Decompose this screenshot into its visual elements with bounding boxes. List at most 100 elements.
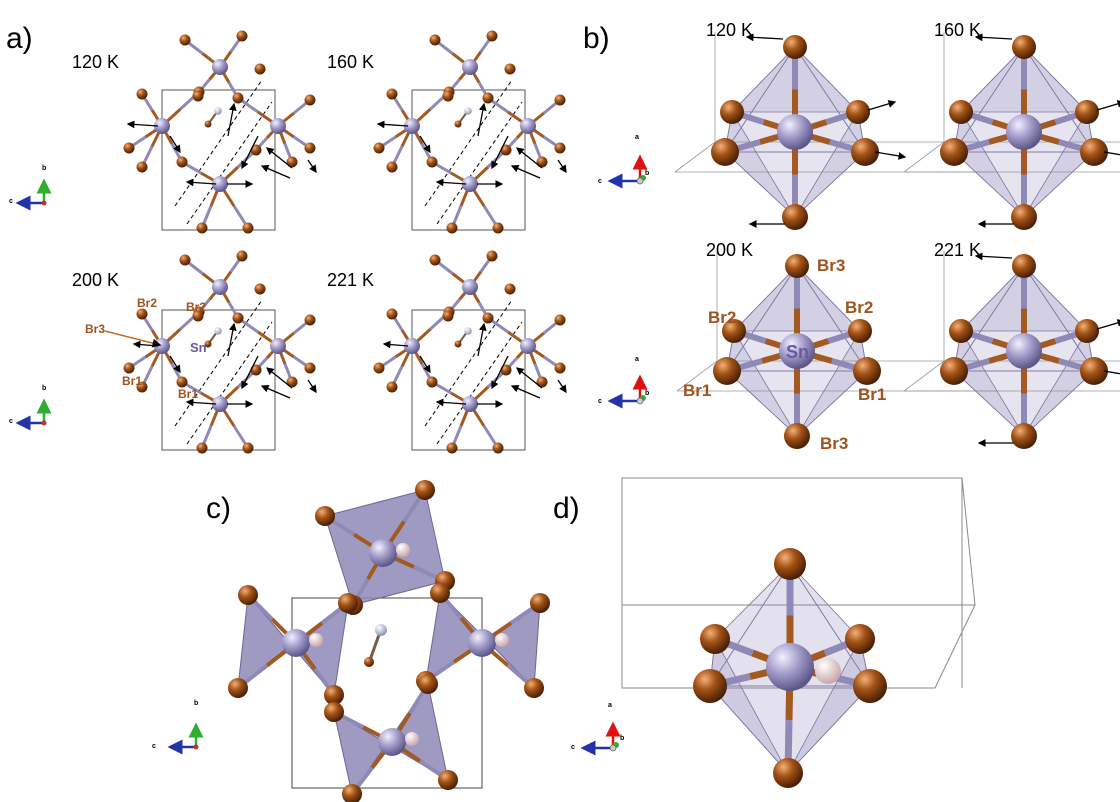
panel-b-label-br3-bottom: Br3 [820, 434, 849, 453]
bromine-atom [720, 100, 744, 124]
lattice-view [373, 30, 567, 234]
hydrogen-atom [309, 633, 323, 647]
hydrogen-atom [815, 658, 841, 684]
hydrogen-atom [495, 633, 509, 647]
tin-atom [270, 338, 286, 354]
cation-atom [204, 120, 212, 128]
displacement-arrow [376, 120, 409, 129]
bromine-atom [123, 142, 135, 154]
cation-atom [214, 107, 222, 115]
cation-atom [214, 327, 222, 335]
panel-a-label-br1-right: Br1 [178, 387, 199, 401]
bromine-atom [940, 357, 968, 385]
panel-b-temp-160: 160 K [934, 20, 982, 40]
tin-atom [212, 279, 228, 295]
axis-label-c-c: c [152, 743, 156, 750]
displacement-arrow [1096, 319, 1120, 330]
bromine-atom [418, 674, 438, 694]
bromine-atom [250, 144, 262, 156]
cation-atom [464, 327, 472, 335]
bromine-atom [446, 442, 458, 454]
bromine-atom [492, 442, 504, 454]
octahedron-face [953, 329, 1025, 437]
bromine-atom [700, 624, 730, 654]
tin-atom [282, 629, 310, 657]
bromine-atom [554, 362, 566, 374]
axis-label-b-d: b [620, 735, 625, 742]
bromine-atom [482, 92, 494, 104]
cation-atom [204, 340, 212, 348]
dashed-guide [174, 299, 263, 427]
panel-c-label: c) [206, 492, 231, 525]
displacement-arrow [435, 178, 467, 187]
bromine-atom [315, 506, 335, 526]
tin-atom [1006, 333, 1042, 369]
bromine-atom [1075, 100, 1099, 124]
tin-atom [462, 279, 478, 295]
displacement-arrow [260, 164, 291, 179]
bromine-atom [242, 442, 254, 454]
bromine-atom [192, 90, 204, 102]
displacement-arrow [382, 340, 409, 349]
bromine-atom [846, 100, 870, 124]
tin-atom [154, 118, 170, 134]
bromine-atom [845, 624, 875, 654]
bromine-atom [196, 442, 208, 454]
panel-a-label-br1-left: Br1 [122, 374, 143, 388]
displacement-arrow [265, 367, 293, 389]
panel-a-temp-120: 120 K [72, 52, 120, 72]
displacement-arrow [169, 135, 181, 154]
panel-c-tilted-octahedra [228, 480, 550, 802]
panel-b-label-sn: Sn [786, 342, 810, 362]
tin-atom [520, 118, 536, 134]
bromine-atom [442, 310, 454, 322]
displacement-arrow [1096, 100, 1120, 111]
axis-triads [15, 154, 648, 756]
axis-label-b-a1: b [42, 165, 47, 172]
panel-b-octahedra-views [674, 32, 1120, 449]
tin-atom [212, 176, 228, 192]
axis-origin [636, 177, 644, 185]
bromine-atom [853, 669, 887, 703]
bromine-atom [1012, 254, 1036, 278]
bromine-atom [179, 254, 191, 266]
bromine-atom [386, 161, 398, 173]
displacement-arrow [307, 159, 317, 174]
tin-atom [462, 396, 478, 412]
bromine-atom [1075, 319, 1099, 343]
unit-cell [161, 309, 276, 451]
bromine-atom [136, 88, 148, 100]
bromine-atom [492, 222, 504, 234]
dashed-guide [436, 101, 523, 225]
panel-b-label-br2-left: Br2 [708, 308, 737, 327]
bromine-atom [442, 90, 454, 102]
panel-a-temp-160: 160 K [327, 52, 375, 72]
dashed-guide [186, 321, 273, 445]
octahedron-view [903, 32, 1120, 230]
panel-a-lattice-views [104, 30, 567, 454]
axis-label-c-a2: c [9, 418, 13, 425]
bromine-atom [196, 222, 208, 234]
tilted-octahedron [324, 674, 458, 802]
bromine-atom [228, 678, 248, 698]
displacement-arrow [435, 398, 467, 407]
bromine-atom [176, 156, 188, 168]
bromine-atom [254, 63, 266, 75]
bromine-atom [949, 100, 973, 124]
bromine-atom [1080, 357, 1108, 385]
panel-b-label-br1-right: Br1 [858, 385, 887, 404]
tin-atom [369, 539, 397, 567]
bromine-atom [482, 312, 494, 324]
dashed-guide [436, 321, 523, 445]
displacement-arrow [745, 33, 784, 42]
displacement-arrow [874, 151, 907, 160]
displacement-arrow [515, 147, 543, 169]
displacement-arrow [1103, 370, 1120, 375]
bromine-atom [176, 376, 188, 388]
bromine-atom [530, 593, 550, 613]
tin-atom [378, 728, 406, 756]
tin-atom [270, 118, 286, 134]
displacement-arrow [515, 367, 543, 389]
octahedron-face [1023, 110, 1095, 218]
displacement-arrow [557, 379, 567, 394]
